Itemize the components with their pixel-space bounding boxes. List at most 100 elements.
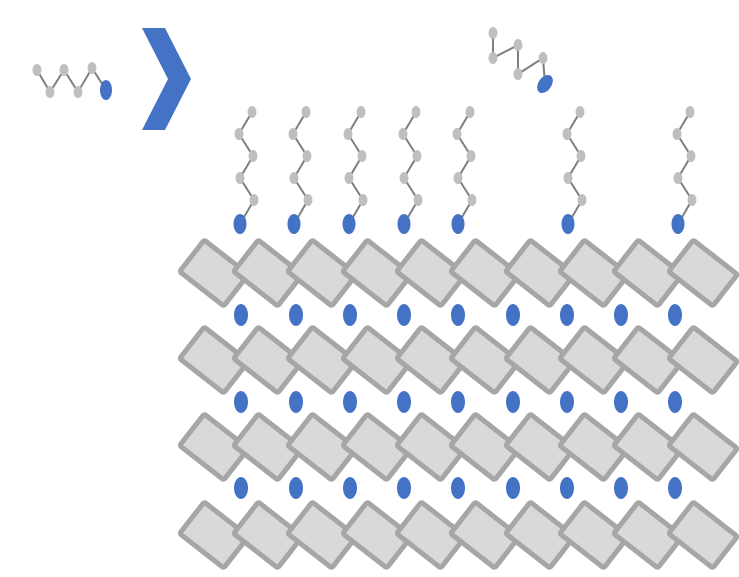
interlayer-ion	[397, 304, 411, 326]
chain-node	[685, 106, 695, 118]
chain-node	[413, 194, 423, 206]
desorbed-molecule	[488, 27, 553, 94]
chain-node	[467, 194, 477, 206]
chain-bond	[455, 111, 474, 225]
chain-node	[356, 106, 366, 118]
chain-node	[538, 52, 548, 64]
slab	[557, 325, 631, 395]
chain-node	[344, 172, 354, 184]
interlayer-ion	[451, 391, 465, 413]
interlayer-ion	[668, 391, 682, 413]
chain-node	[45, 86, 55, 98]
chain-head	[342, 214, 356, 234]
slab	[177, 500, 251, 570]
chain-node	[513, 68, 523, 80]
slab	[394, 325, 468, 395]
surface-chain	[342, 106, 368, 234]
slab	[394, 412, 468, 482]
chain-bond	[401, 111, 420, 225]
chain-node	[488, 27, 498, 39]
interlayer-ion	[614, 304, 628, 326]
interlayer-ion	[451, 304, 465, 326]
chain-node	[488, 52, 498, 64]
slab	[666, 500, 739, 570]
chain-node	[249, 194, 259, 206]
chain-head	[451, 214, 465, 234]
chain-node	[575, 106, 585, 118]
chain-node	[288, 128, 298, 140]
slab	[666, 238, 739, 308]
chain-head	[100, 80, 112, 100]
slab	[503, 325, 577, 395]
chain-head	[287, 214, 301, 234]
slab	[448, 238, 522, 308]
chain-node	[234, 128, 244, 140]
surface-chain	[671, 106, 697, 234]
chain-node	[686, 150, 696, 162]
interlayer-ion	[451, 477, 465, 499]
slab	[448, 325, 522, 395]
surface-chains	[233, 106, 697, 234]
chain-node	[343, 128, 353, 140]
slab	[340, 238, 414, 308]
chain-node	[411, 106, 421, 118]
slab	[285, 500, 359, 570]
slab-layer	[177, 500, 739, 570]
slab	[394, 500, 468, 570]
slab	[285, 325, 359, 395]
chain-node	[87, 62, 97, 74]
interlayer-ion	[560, 304, 574, 326]
surface-chain	[233, 106, 259, 234]
slab	[177, 238, 251, 308]
surface-chain	[561, 106, 587, 234]
chain-bond	[346, 111, 365, 225]
slab-layer	[177, 412, 739, 482]
interlayer-ion	[560, 477, 574, 499]
chain-node	[398, 128, 408, 140]
chain-node	[465, 106, 475, 118]
chain-node	[576, 150, 586, 162]
surface-chain	[287, 106, 313, 234]
interlayer-ion	[234, 477, 248, 499]
slab	[340, 412, 414, 482]
chain-head	[233, 214, 247, 234]
interlayer-ion	[668, 477, 682, 499]
chain-node	[59, 64, 69, 76]
slab	[340, 325, 414, 395]
slab	[231, 412, 305, 482]
interlayer-ion	[614, 391, 628, 413]
slab	[557, 238, 631, 308]
chain-node	[563, 172, 573, 184]
slab	[285, 238, 359, 308]
chain-node	[687, 194, 697, 206]
chain-node	[302, 150, 312, 162]
slab	[285, 412, 359, 482]
slab	[340, 500, 414, 570]
chain-node	[562, 128, 572, 140]
slab	[448, 500, 522, 570]
interlayer-ion	[343, 477, 357, 499]
interlayer-ion	[560, 391, 574, 413]
chain-head	[561, 214, 575, 234]
slab	[666, 412, 739, 482]
chain-bond	[675, 111, 694, 225]
interlayer-ion	[289, 391, 303, 413]
interlayer-ion	[668, 304, 682, 326]
chain-node	[357, 150, 367, 162]
slab	[611, 325, 685, 395]
slab	[503, 412, 577, 482]
interlayer-ion	[614, 477, 628, 499]
free-molecule	[32, 62, 112, 100]
chain-head	[537, 74, 553, 94]
slab	[666, 325, 739, 395]
slab	[177, 412, 251, 482]
interlayer-ion	[397, 391, 411, 413]
slab	[448, 412, 522, 482]
interlayer-ion	[289, 477, 303, 499]
chain-bond	[291, 111, 310, 225]
chain-bond	[237, 111, 256, 225]
slab	[611, 412, 685, 482]
chain-node	[248, 150, 258, 162]
slab	[177, 325, 251, 395]
chain-node	[303, 194, 313, 206]
